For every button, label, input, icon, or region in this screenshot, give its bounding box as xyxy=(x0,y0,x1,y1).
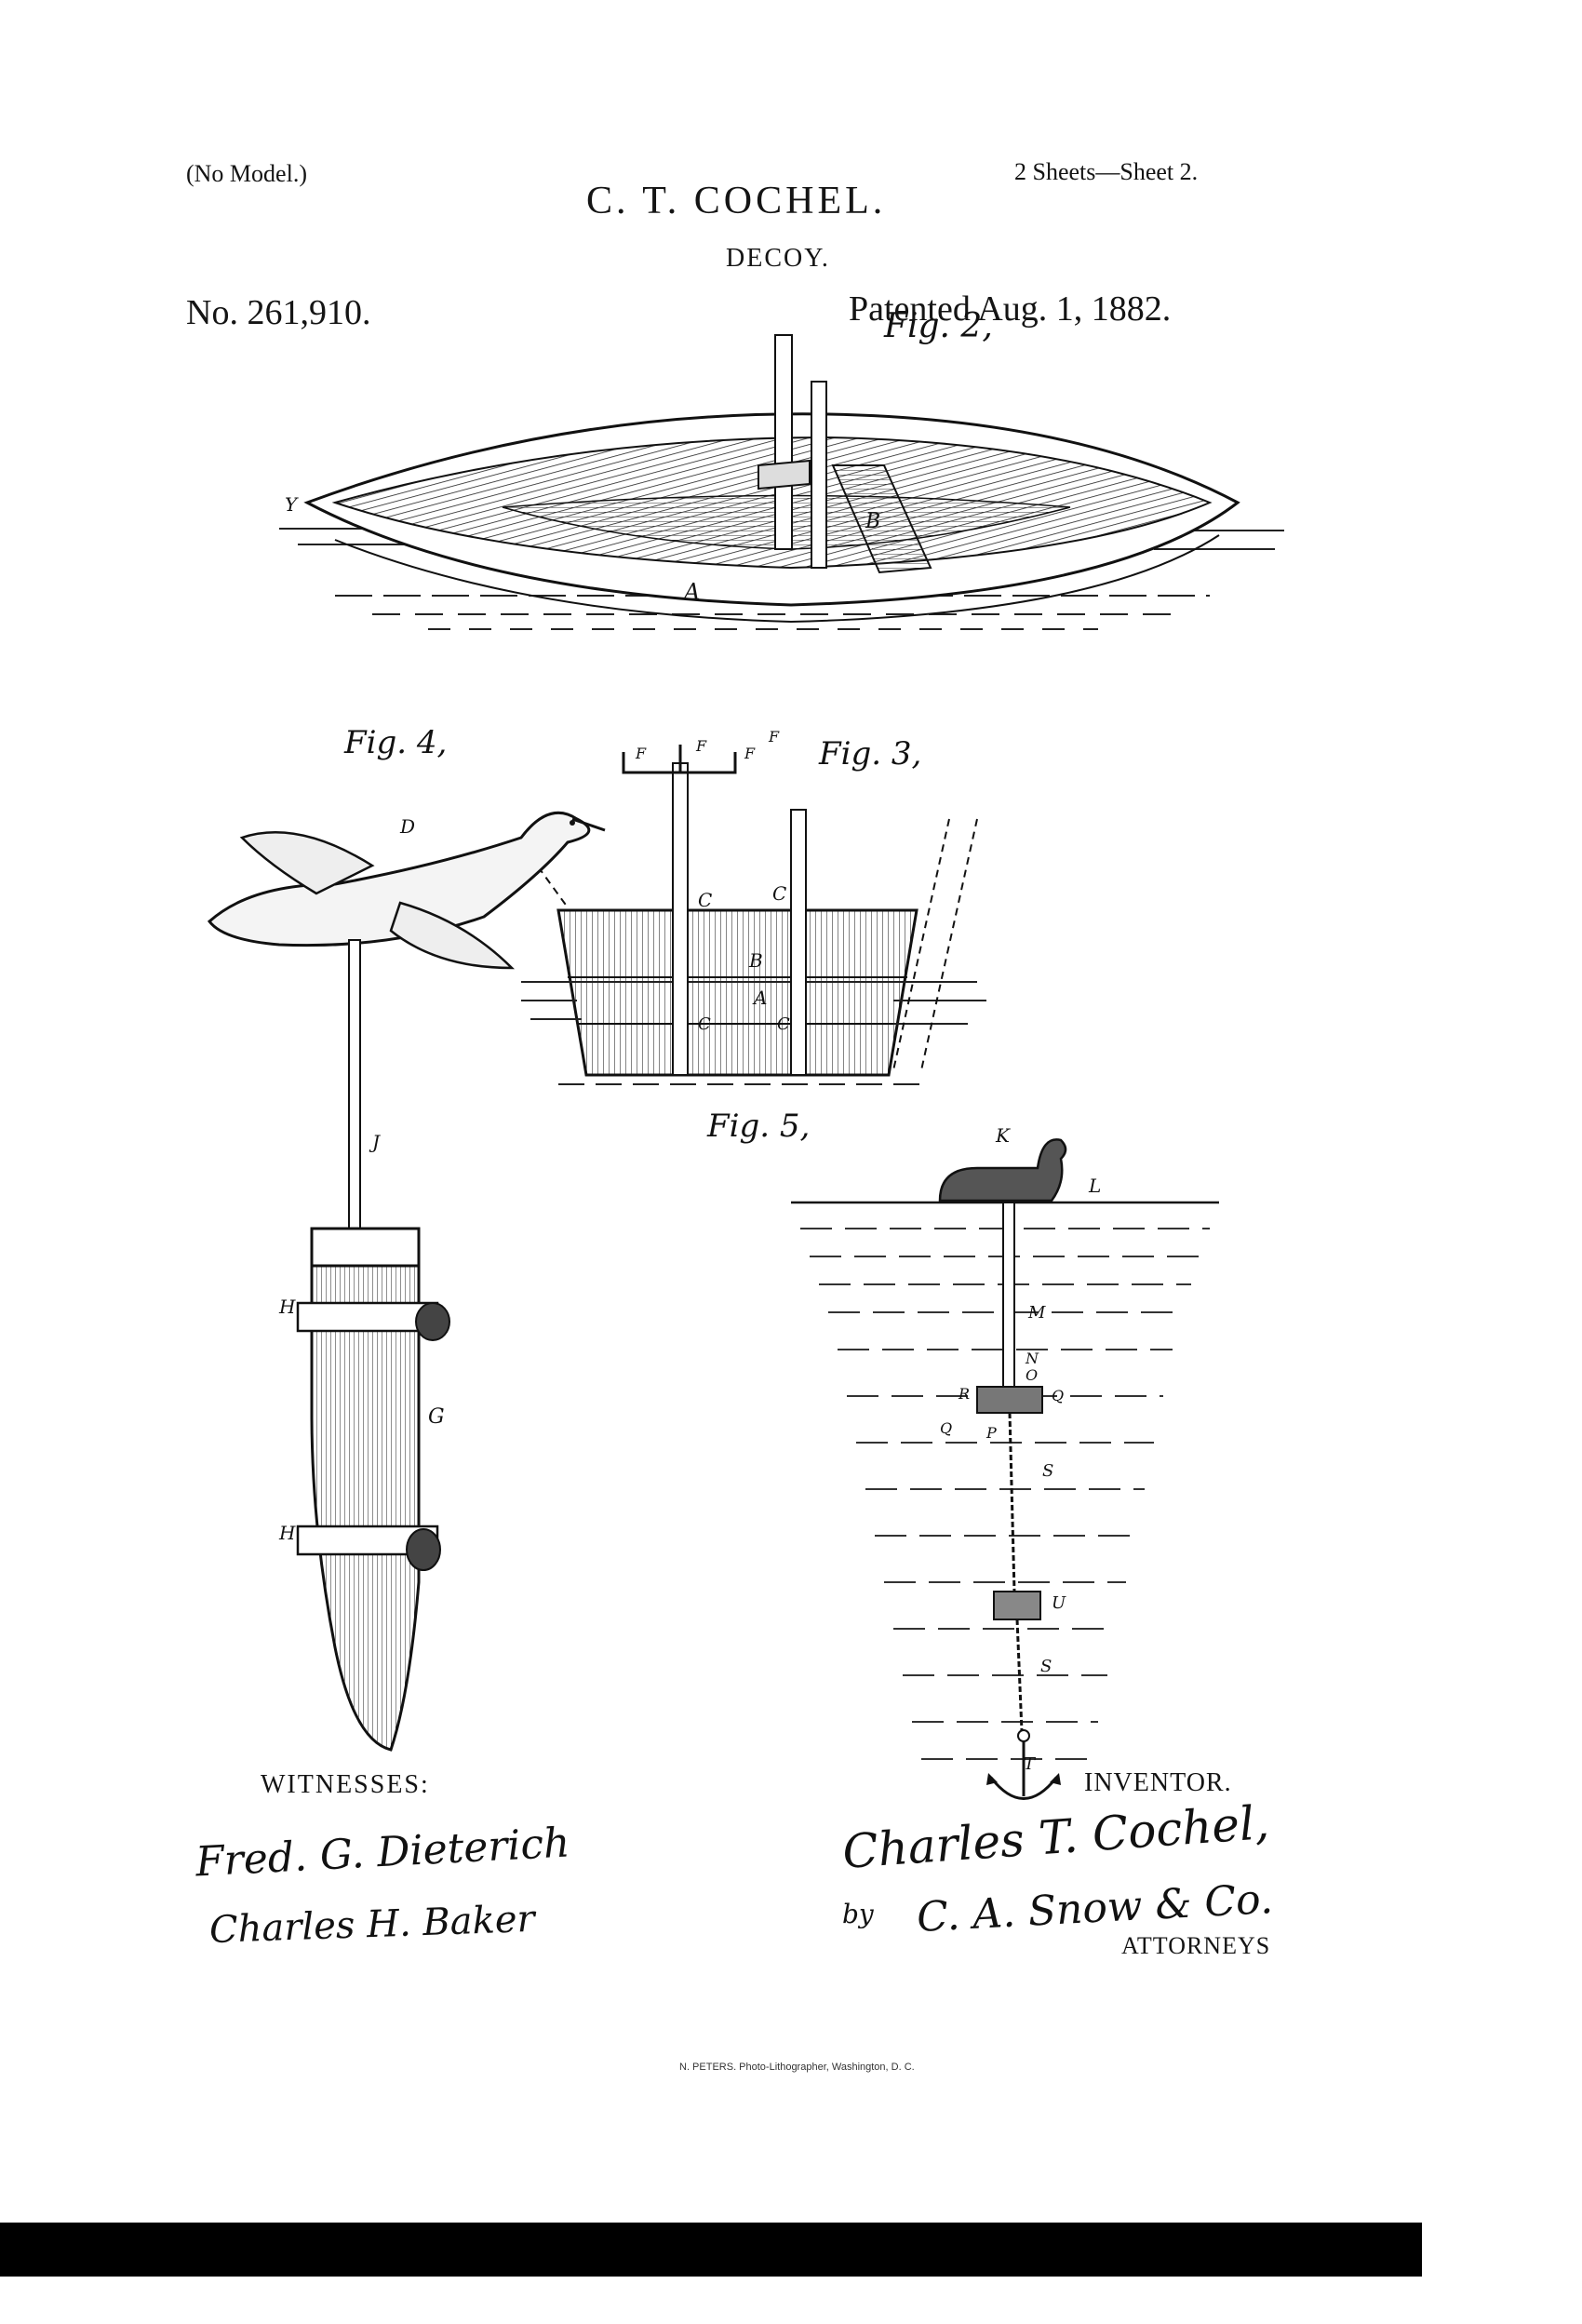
label-K: K xyxy=(996,1124,1010,1147)
by-text: by xyxy=(842,1899,874,1929)
label-T: T xyxy=(1024,1754,1036,1774)
label-Y: Y xyxy=(285,493,298,516)
label-S2: S xyxy=(1040,1657,1052,1676)
label-Q1: Q xyxy=(1052,1387,1065,1404)
label-C1: C xyxy=(698,889,713,911)
lithographer-credit: N. PETERS. Photo-Lithographer, Washingto… xyxy=(679,2062,915,2073)
label-P: P xyxy=(986,1424,997,1442)
label-A-tub: A xyxy=(754,987,768,1009)
label-H1: H xyxy=(279,1296,296,1318)
attorneys-label: ATTORNEYS xyxy=(1121,1932,1271,1959)
label-J: J xyxy=(372,1131,381,1153)
sheets-note: 2 Sheets—Sheet 2. xyxy=(1014,158,1199,185)
label-N: N xyxy=(1026,1350,1039,1367)
figure-5-anchored-decoy xyxy=(791,1138,1219,1800)
label-F4: F xyxy=(744,745,756,762)
label-Q2: Q xyxy=(940,1419,953,1437)
label-C2: C xyxy=(772,882,787,905)
fig2-label: Fig. 2, xyxy=(884,307,993,345)
label-O: O xyxy=(1026,1366,1039,1384)
model-note: (No Model.) xyxy=(186,160,307,187)
label-B-boat: B xyxy=(865,510,881,533)
fig5-label: Fig. 5, xyxy=(707,1108,811,1145)
figure-2-boat xyxy=(279,334,1284,630)
fig4-label: Fig. 4, xyxy=(344,724,448,761)
label-R: R xyxy=(959,1385,971,1403)
fig3-label: Fig. 3, xyxy=(819,735,922,772)
patent-title: DECOY. xyxy=(726,244,830,273)
label-B-tub: B xyxy=(749,949,763,972)
patent-date: Patented Aug. 1, 1882. xyxy=(849,289,1172,329)
witness-signature-2: Charles H. Baker xyxy=(208,1897,536,1953)
label-C4: C xyxy=(777,1014,790,1034)
figure-4-duck-stake xyxy=(207,811,606,1752)
label-L: L xyxy=(1089,1175,1102,1197)
scan-border-bar xyxy=(0,2223,1422,2277)
label-F2: F xyxy=(696,737,707,755)
label-M: M xyxy=(1028,1303,1046,1323)
label-C3: C xyxy=(698,1014,711,1034)
label-D: D xyxy=(400,815,416,838)
figure-3-tub xyxy=(521,745,986,1085)
label-G: G xyxy=(428,1405,445,1429)
label-S1: S xyxy=(1042,1461,1054,1481)
inventor-label: INVENTOR. xyxy=(1084,1768,1232,1797)
patent-number: No. 261,910. xyxy=(186,293,371,332)
inventor-name-heading: C. T. COCHEL. xyxy=(586,180,887,222)
label-F1: F xyxy=(636,745,647,762)
label-F3: F xyxy=(769,728,780,746)
label-U: U xyxy=(1052,1593,1066,1613)
witnesses-label: WITNESSES: xyxy=(261,1770,430,1799)
label-H2: H xyxy=(279,1522,296,1544)
label-A-boat: A xyxy=(684,579,701,605)
witness-signature-1: Fred. G. Dieterich xyxy=(194,1819,571,1887)
